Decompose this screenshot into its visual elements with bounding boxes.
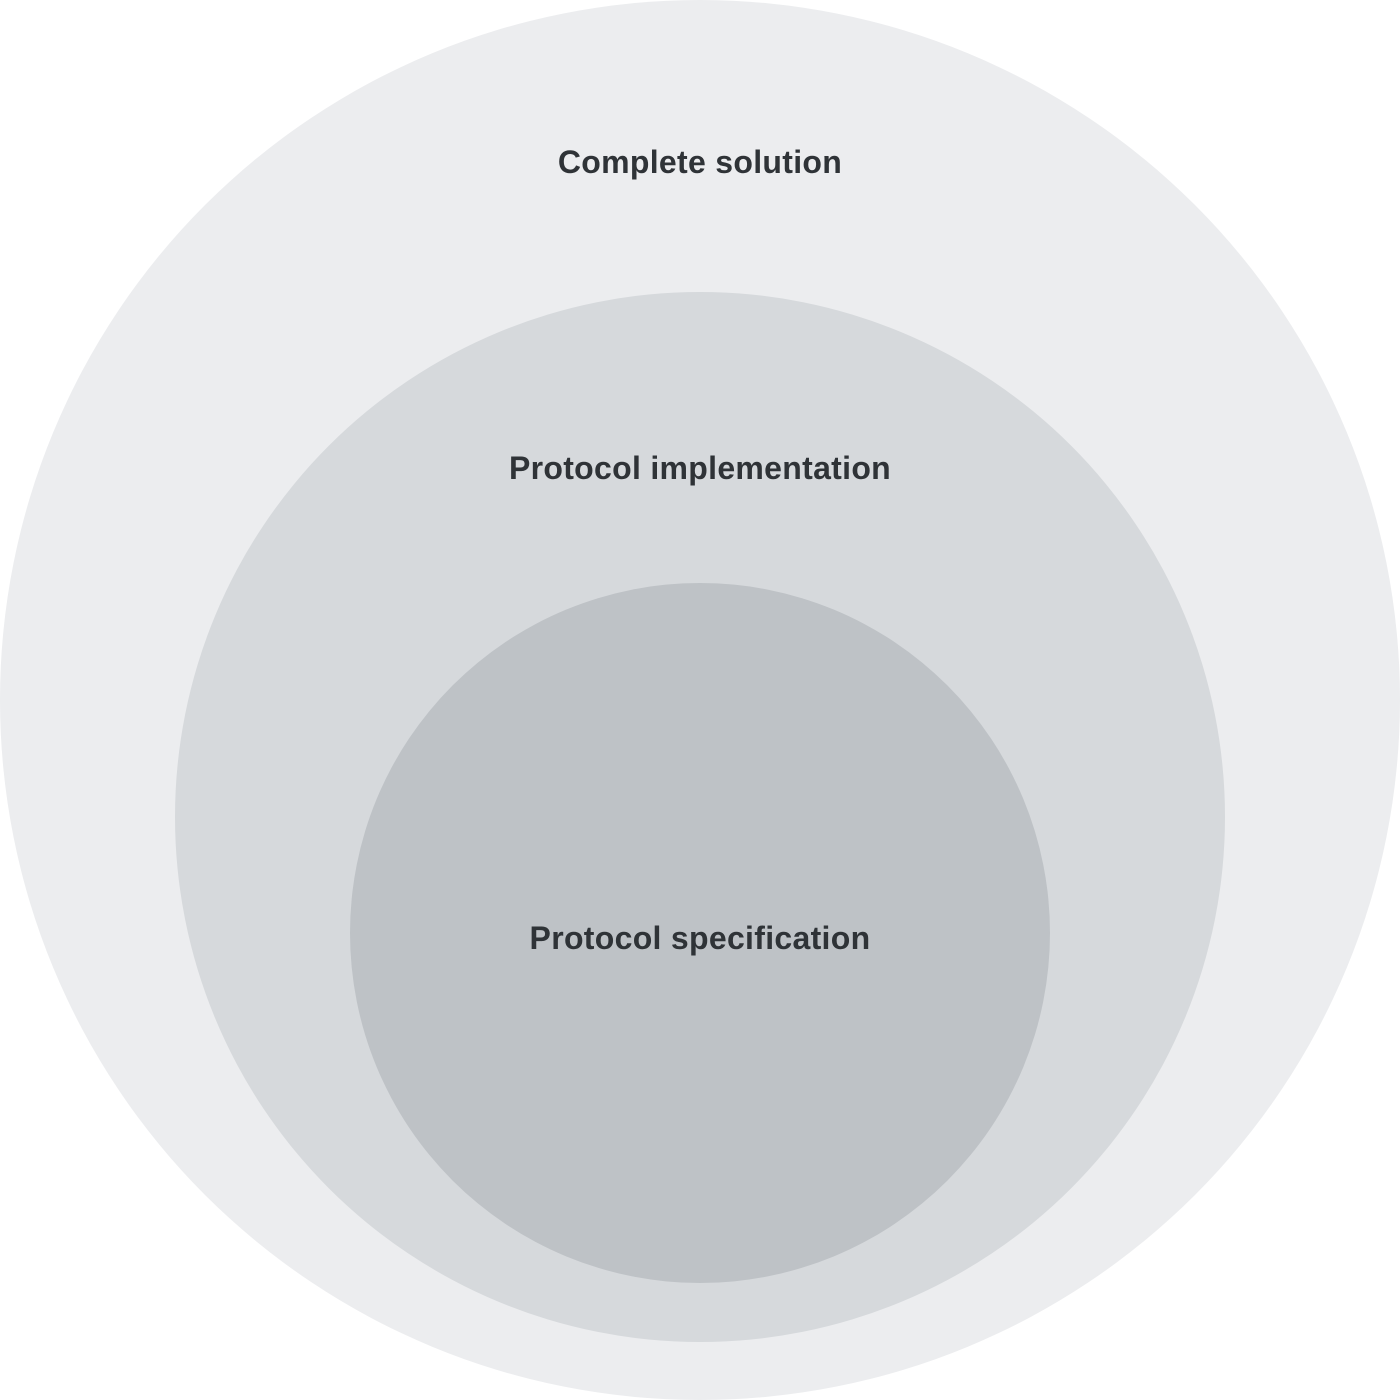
protocol-specification-label: Protocol specification	[529, 920, 871, 956]
complete-solution-label: Complete solution	[557, 144, 843, 180]
protocol-specification-circle	[350, 583, 1050, 1283]
protocol-implementation-label: Protocol implementation	[508, 450, 892, 486]
